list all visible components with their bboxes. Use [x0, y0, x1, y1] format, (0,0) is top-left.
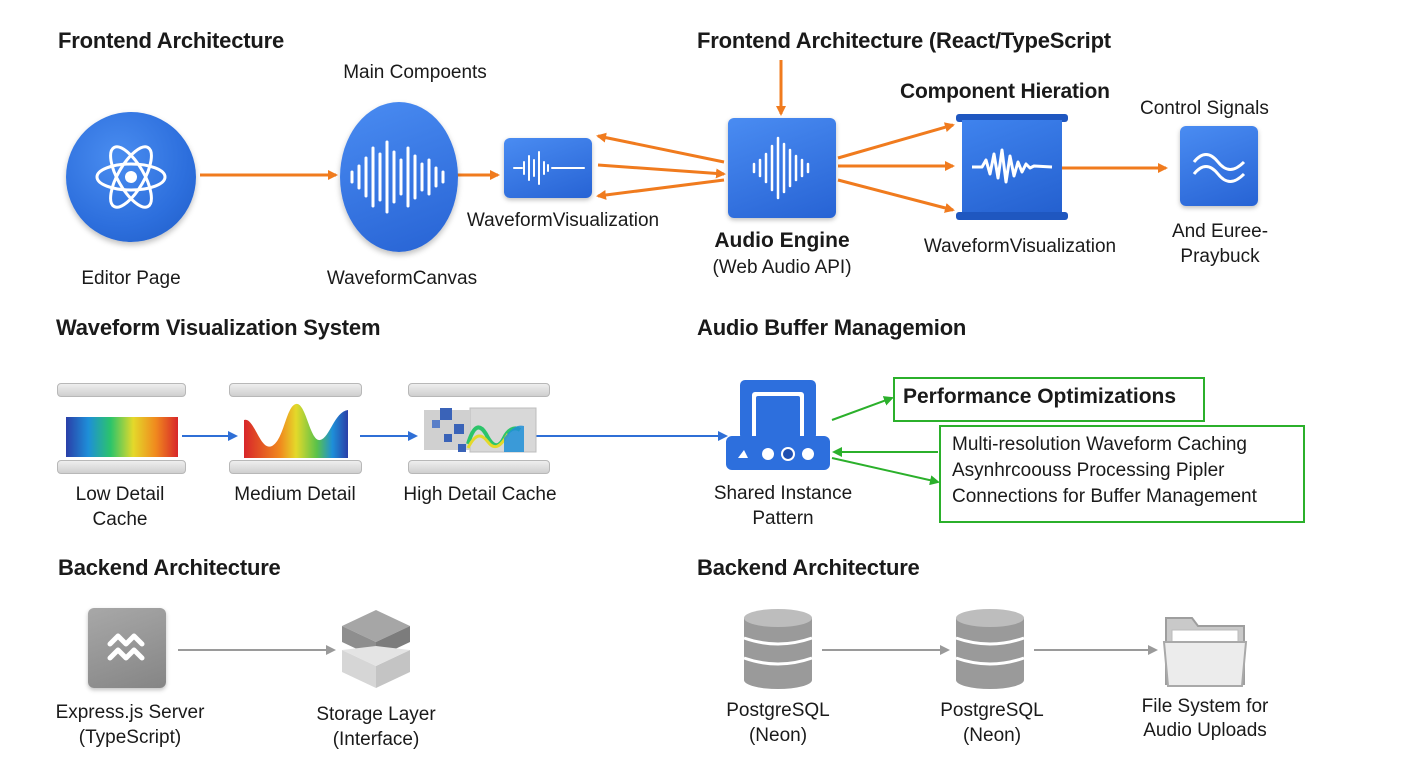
audio-engine-subtitle: (Web Audio API) — [712, 257, 852, 278]
optimizations-list-box: Multi-resolution Waveform Caching Asynhr… — [939, 425, 1305, 523]
component-hierarchy-label: Component Hieration — [900, 80, 1110, 103]
arrow-engine-to-viz-top — [596, 132, 725, 164]
express-server-label-line1: Express.js Server — [55, 702, 205, 723]
database-icon — [743, 609, 813, 689]
high-detail-label: High Detail Cache — [403, 484, 557, 505]
medium-detail-top-bar — [229, 383, 362, 397]
waveform-canvas-node — [340, 102, 458, 252]
express-server-label-line2: (TypeScript) — [78, 727, 182, 748]
express-icon — [107, 633, 145, 661]
storage-layer-label-line2: (Interface) — [332, 729, 420, 750]
component-hierarchy-node — [956, 114, 1068, 220]
playback-label-line1: And Euree- — [1171, 221, 1269, 242]
editor-page-node — [66, 112, 196, 242]
frontend-react-heading: Frontend Architecture (React/TypeScript — [697, 28, 1111, 53]
express-server-node — [88, 608, 166, 688]
frontend-architecture-heading: Frontend Architecture — [58, 28, 285, 53]
folder-icon — [1162, 617, 1248, 687]
waveform-icon — [513, 151, 585, 185]
performance-optimizations-box: Performance Optimizations — [893, 377, 1205, 422]
waveform-system-heading: Waveform Visualization System — [56, 315, 381, 340]
audio-engine-title: Audio Engine — [714, 229, 850, 252]
high-detail-graph — [424, 407, 537, 453]
wave-signal-icon — [1192, 153, 1246, 183]
waveform-visualization-node — [504, 138, 592, 198]
high-detail-top-bar — [408, 383, 550, 397]
backend-architecture-right-heading: Backend Architecture — [697, 555, 920, 580]
postgres-1-label-line2: (Neon) — [748, 725, 808, 746]
file-system-label-line2: Audio Uploads — [1143, 720, 1267, 741]
postgres-2-label-line2: (Neon) — [962, 725, 1022, 746]
optimization-item-2: Asynhrcoouss Processing Pipler — [952, 460, 1225, 481]
main-components-label: Main Compoents — [343, 62, 487, 83]
low-detail-spectrum — [66, 417, 178, 457]
arrow-engine-to-hier-top — [837, 122, 955, 160]
waveform-icon — [350, 140, 445, 214]
arrow-buffer-to-perf — [831, 396, 894, 421]
high-detail-bottom-bar — [408, 460, 550, 474]
low-detail-label-line1: Low Detail — [75, 484, 165, 505]
database-icon — [955, 609, 1025, 689]
medium-detail-bottom-bar — [229, 460, 362, 474]
postgres-1-label-line1: PostgreSQL — [726, 700, 830, 721]
low-detail-bottom-bar — [57, 460, 186, 474]
arrow-engine-to-viz-bottom — [596, 178, 725, 200]
waveform-visualization-label-right: WaveformVisualization — [923, 236, 1117, 257]
optimization-item-1: Multi-resolution Waveform Caching — [952, 434, 1247, 455]
postgres-2-label-line1: PostgreSQL — [940, 700, 1044, 721]
arrow-buffer-to-list — [831, 457, 940, 486]
waveform-canvas-label: WaveformCanvas — [326, 268, 478, 289]
file-system-label-line1: File System for — [1141, 696, 1269, 717]
medium-detail-graph — [244, 403, 348, 458]
waveform-visualization-label-left: WaveformVisualization — [466, 210, 660, 231]
shared-instance-label-line1: Shared Instance — [713, 483, 853, 504]
arrow-viz-to-engine — [597, 163, 726, 179]
server-device-icon — [726, 380, 830, 470]
low-detail-label-line2: Cache — [92, 509, 148, 530]
performance-optimizations-title: Performance Optimizations — [903, 385, 1177, 408]
waveform-icon — [752, 136, 810, 200]
shared-instance-node — [726, 378, 830, 472]
editor-page-label: Editor Page — [81, 268, 181, 289]
control-signals-node — [1180, 126, 1258, 206]
optimization-item-3: Connections for Buffer Management — [952, 486, 1257, 507]
audio-engine-node — [728, 118, 836, 218]
arrow-engine-to-hier-bottom — [837, 178, 955, 213]
storage-layer-label-line1: Storage Layer — [316, 704, 436, 725]
playback-label-line2: Praybuck — [1180, 246, 1260, 267]
backend-architecture-left-heading: Backend Architecture — [58, 555, 281, 580]
control-signals-label: Control Signals — [1140, 98, 1269, 119]
medium-detail-label: Medium Detail — [234, 484, 356, 505]
react-atom-icon — [95, 145, 167, 209]
audio-buffer-heading: Audio Buffer Managemion — [697, 315, 967, 340]
shared-instance-label-line2: Pattern — [752, 508, 814, 529]
stack-icon — [342, 610, 410, 688]
low-detail-top-bar — [57, 383, 186, 397]
waveform-icon — [972, 148, 1053, 184]
